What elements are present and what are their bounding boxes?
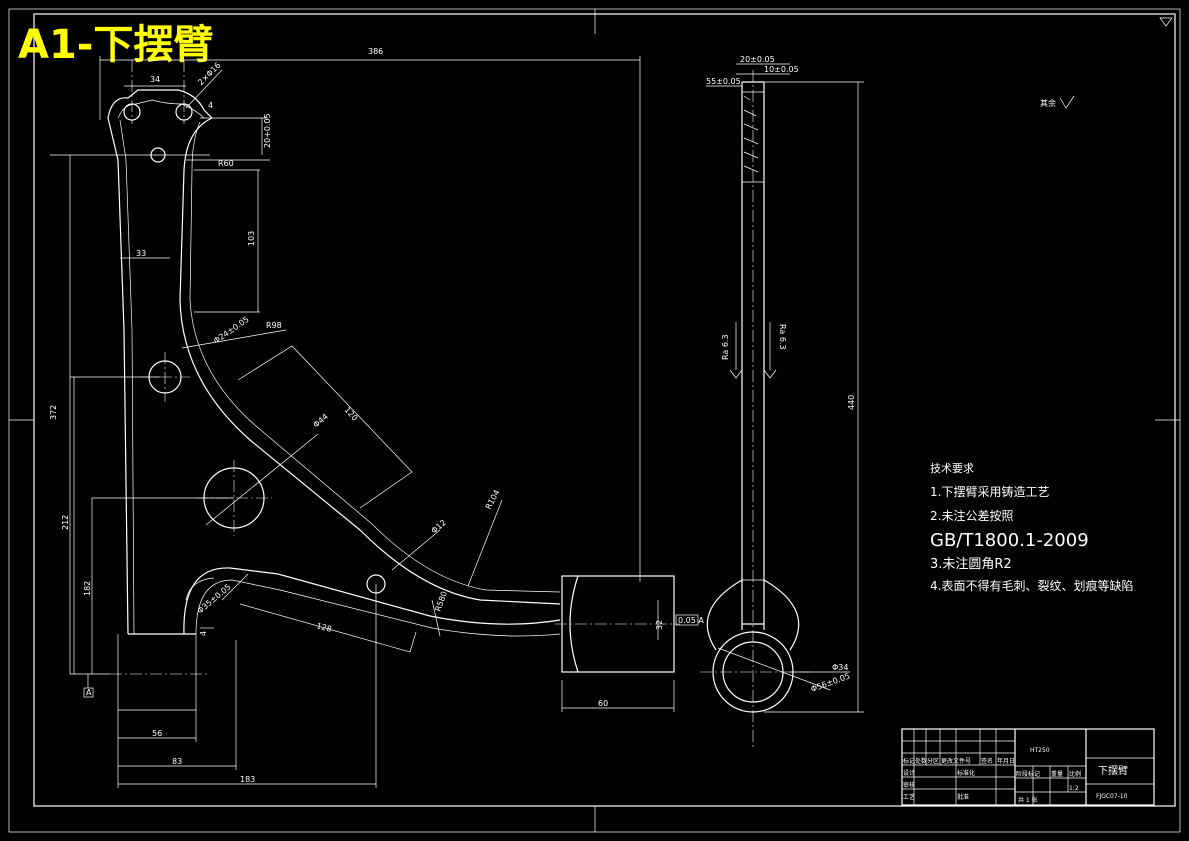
side-view xyxy=(700,63,1075,750)
tb-count: 处数 xyxy=(915,757,927,765)
dim-33: 33 xyxy=(136,249,146,258)
dim-4b: 4 xyxy=(199,631,208,636)
dim-32: 32 xyxy=(655,620,664,630)
tech-line-3: GB/T1800.1-2009 xyxy=(930,530,1089,551)
tb-std: 标准化 xyxy=(957,769,975,777)
dim-440: 440 xyxy=(847,395,856,410)
dim-phi35: Φ35±0.05 xyxy=(196,582,233,615)
front-view xyxy=(50,56,699,788)
tech-line-1: 1.下摆臂采用铸造工艺 xyxy=(930,484,1049,499)
dim-R60: R60 xyxy=(218,159,234,168)
dim-372: 372 xyxy=(49,405,58,420)
tech-line-4: 3.未注圆角R2 xyxy=(930,557,1012,572)
tb-craft: 工艺 xyxy=(903,793,915,801)
tb-sheet: 共 1 张 xyxy=(1018,796,1038,804)
tb-drawing-no: FJGC07-10 xyxy=(1096,793,1128,800)
tb-doc: 更改文件号 xyxy=(941,757,971,765)
dim-83: 83 xyxy=(172,757,182,766)
tech-heading: 技术要求 xyxy=(930,462,974,475)
roughness-right: Ra 6.3 xyxy=(778,324,787,350)
rest-roughness: 其余 xyxy=(1040,98,1056,108)
tb-approve: 批准 xyxy=(957,793,969,801)
dim-60: 60 xyxy=(598,699,608,708)
dim-phi44: Φ44 xyxy=(312,412,330,429)
drawing-frame xyxy=(8,8,1181,833)
tb-scale: 1:2 xyxy=(1069,785,1079,792)
tb-stage: 阶段标记 xyxy=(1016,770,1040,778)
datum-a: A xyxy=(86,688,92,697)
tb-date: 年月日 xyxy=(997,757,1015,765)
title-block: HT250 下摆臂 FJGC07-10 1:2 共 1 张 标记 处数 分区 更… xyxy=(901,728,1155,806)
dim-120: 120 xyxy=(343,405,360,422)
dim-phi12: Φ12 xyxy=(430,518,448,535)
dim-4: 4 xyxy=(208,101,213,110)
tb-weight: 重量 xyxy=(1051,770,1063,778)
technical-requirements: 技术要求 1.下摆臂采用铸造工艺 2.未注公差按照 GB/T1800.1-200… xyxy=(930,462,1133,593)
dim-182: 182 xyxy=(83,581,92,596)
tb-ratio: 比例 xyxy=(1069,770,1081,778)
dim-phi24: Φ24±0.05 xyxy=(212,315,251,346)
dim-386: 386 xyxy=(368,47,383,56)
dim-212: 212 xyxy=(61,515,70,530)
dim-R580: R580 xyxy=(433,590,449,613)
tb-design: 设计 xyxy=(903,769,915,777)
tb-check: 审核 xyxy=(903,781,915,789)
tb-sign: 签名 xyxy=(981,757,993,765)
dim-55-side: 55±0.05 xyxy=(706,77,741,86)
dim-10-side: 10±0.05 xyxy=(764,65,799,74)
roughness-left: Ra 6.3 xyxy=(721,334,730,360)
dim-20-side: 20±0.05 xyxy=(740,55,775,64)
tb-material: HT250 xyxy=(1030,747,1050,754)
tech-line-5: 4.表面不得有毛刺、裂纹、划痕等缺陷 xyxy=(930,578,1133,593)
dim-183: 183 xyxy=(240,775,255,784)
dim-34: 34 xyxy=(150,75,160,84)
dim-phi56: Φ56±0.05 xyxy=(810,671,852,693)
tech-line-2: 2.未注公差按照 xyxy=(930,508,1013,523)
tb-mark: 标记 xyxy=(903,757,915,765)
tb-zone: 分区 xyxy=(927,757,939,765)
dim-20: 20+0.05 xyxy=(263,113,272,148)
dim-103: 103 xyxy=(247,231,256,246)
dim-phi34: Φ34 xyxy=(832,663,848,672)
dim-128: 128 xyxy=(315,621,332,634)
flatness-tolerance: 0.05 A xyxy=(678,616,704,625)
dimension-labels: 386 34 2×Φ16 4 20+0.05 R60 103 33 Φ24±0.… xyxy=(49,47,1056,784)
tb-part-name: 下摆臂 xyxy=(1098,764,1128,777)
dim-R98: R98 xyxy=(266,321,282,330)
dim-56: 56 xyxy=(152,729,162,738)
